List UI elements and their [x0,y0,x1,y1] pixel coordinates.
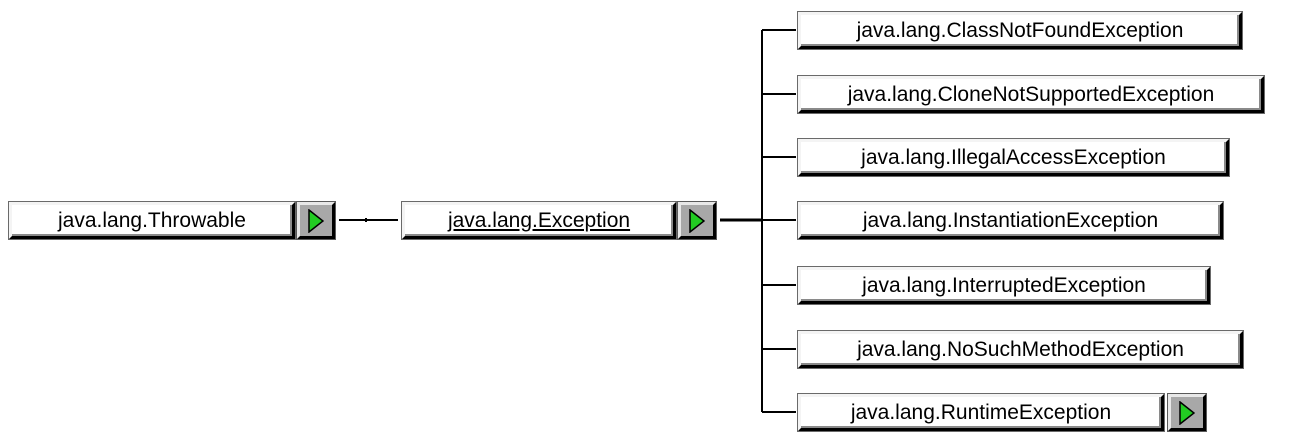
expand-runtime-exception-button[interactable] [1168,394,1206,431]
expand-arrow-icon [689,208,705,233]
node-no-such-method-exception[interactable]: java.lang.NoSuchMethodException [798,331,1243,368]
node-label: java.lang.IllegalAccessException [861,145,1166,169]
expand-exception-button[interactable] [678,202,716,239]
node-runtime-exception[interactable]: java.lang.RuntimeException [798,394,1164,431]
node-label[interactable]: java.lang.Exception [447,208,631,232]
node-illegal-access-exception[interactable]: java.lang.IllegalAccessException [798,139,1229,176]
node-label: java.lang.Throwable [58,208,246,232]
node-interrupted-exception[interactable]: java.lang.InterruptedException [798,267,1210,304]
expand-throwable-button[interactable] [297,202,335,239]
node-instantiation-exception[interactable]: java.lang.InstantiationException [798,202,1223,239]
node-clone-not-supported-exception[interactable]: java.lang.CloneNotSupportedException [798,76,1264,113]
node-label: java.lang.NoSuchMethodException [857,337,1184,361]
node-label: java.lang.ClassNotFoundException [856,18,1184,42]
node-exception[interactable]: java.lang.Exception [402,202,676,239]
node-label: java.lang.InterruptedException [862,273,1146,297]
expand-arrow-icon [1179,400,1195,425]
node-class-not-found-exception[interactable]: java.lang.ClassNotFoundException [798,12,1242,49]
node-label: java.lang.RuntimeException [850,400,1112,424]
node-label: java.lang.CloneNotSupportedException [847,82,1215,106]
node-throwable[interactable]: java.lang.Throwable [9,202,295,239]
node-label: java.lang.InstantiationException [862,208,1159,232]
expand-arrow-icon [308,208,324,233]
